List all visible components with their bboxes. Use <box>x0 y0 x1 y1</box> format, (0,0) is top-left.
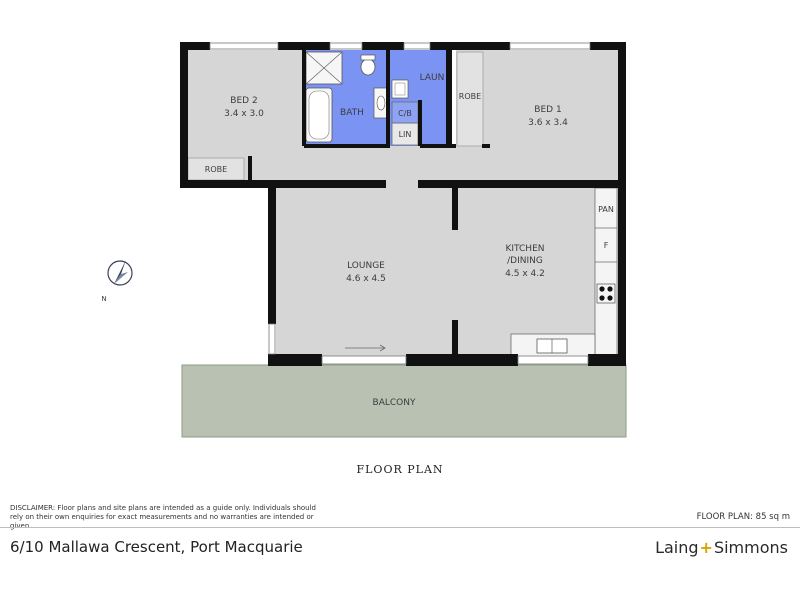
laun-label: LAUN <box>420 73 445 83</box>
fridge-label: F <box>604 241 609 250</box>
lin-label: LIN <box>399 130 412 139</box>
brand-logo: Laing+Simmons <box>655 538 788 557</box>
bed1-robe-label: ROBE <box>459 92 481 101</box>
kitchen-name-2: /DINING <box>507 256 543 266</box>
bath-label: BATH <box>340 108 364 118</box>
hallway-floor <box>304 146 456 184</box>
bed2-dims: 3.4 x 3.0 <box>224 109 264 119</box>
floor-plan: BED 2 3.4 x 3.0 ROBE BATH LAUN C/B LIN R… <box>101 42 627 438</box>
balcony-label: BALCONY <box>373 398 416 408</box>
bed2-robe-label: ROBE <box>205 165 227 174</box>
cb-label: C/B <box>398 109 412 118</box>
kitchen-name: KITCHEN <box>506 244 545 254</box>
disclaimer: DISCLAIMER: Floor plans and site plans a… <box>10 504 316 530</box>
north-label: N <box>101 295 106 303</box>
brand-plus-icon: + <box>699 538 713 557</box>
footer-divider <box>0 527 800 528</box>
bed1-robe <box>456 51 484 147</box>
balcony-floor <box>181 364 627 438</box>
walls <box>180 42 626 366</box>
brand-name-left: Laing <box>655 538 699 557</box>
property-address: 6/10 Mallawa Crescent, Port Macquarie <box>10 538 303 556</box>
toilet <box>360 58 376 76</box>
bed2-name: BED 2 <box>230 96 257 106</box>
floor-area: FLOOR PLAN: 85 sq m <box>696 512 790 522</box>
lounge-name: LOUNGE <box>347 261 385 271</box>
kitchen-dims: 4.5 x 4.2 <box>505 269 545 279</box>
lounge-dims: 4.6 x 4.5 <box>346 274 386 284</box>
floor-plan-caption: FLOOR PLAN <box>356 463 444 476</box>
compass-icon <box>107 260 133 286</box>
living-floor <box>276 184 618 360</box>
bed1-name: BED 1 <box>534 105 561 115</box>
bed1-dims: 3.6 x 3.4 <box>528 118 568 128</box>
cooktop <box>596 283 616 304</box>
brand-name-right: Simmons <box>713 538 788 557</box>
pantry-label: PAN <box>598 205 614 214</box>
